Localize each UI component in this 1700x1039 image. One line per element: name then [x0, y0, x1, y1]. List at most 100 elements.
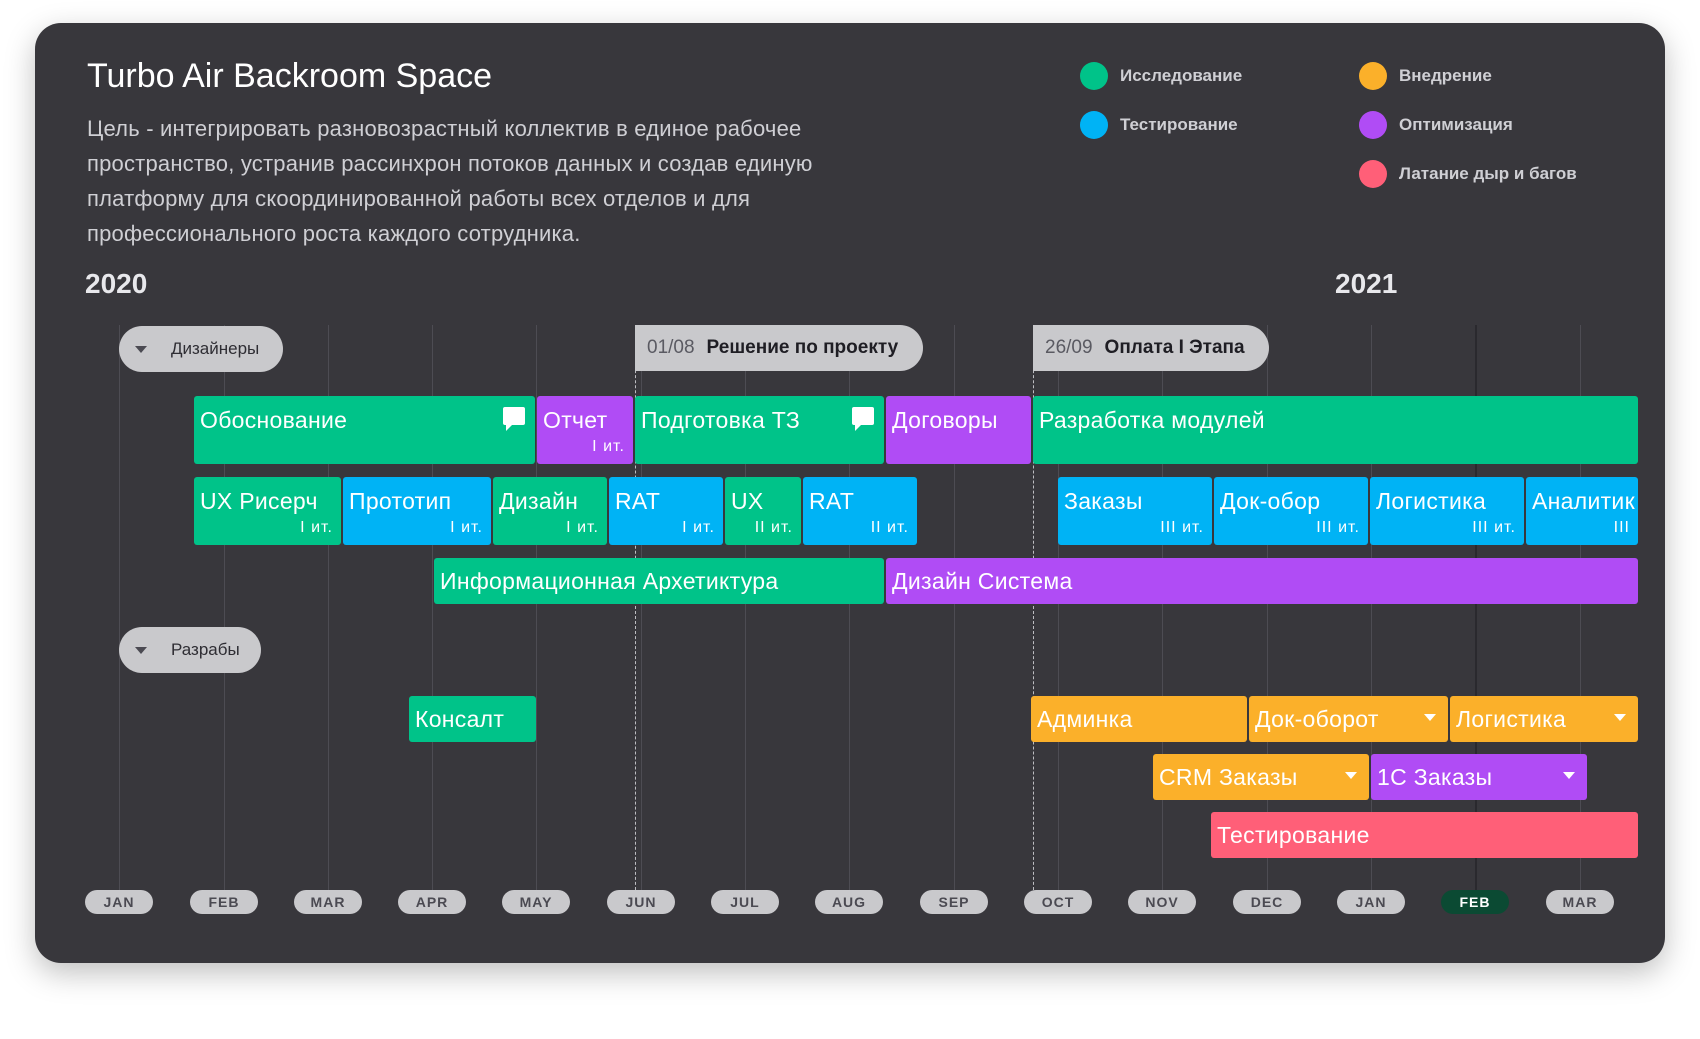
grid-line	[119, 325, 120, 905]
year-label-2020: 2020	[85, 268, 148, 299]
month-pill[interactable]: MAR	[294, 890, 362, 914]
legend-label: Латание дыр и багов	[1399, 164, 1577, 183]
page-title: Turbo Air Backroom Space	[87, 57, 493, 95]
task-bar[interactable]: Заказы III ит.	[1058, 477, 1212, 545]
task-label: Прототип	[349, 488, 452, 514]
group-toggle-designers[interactable]: Дизайнеры	[119, 326, 283, 372]
task-bar[interactable]: Логистика III ит.	[1370, 477, 1524, 545]
task-bar[interactable]: UX II ит.	[725, 477, 801, 545]
month-pill-current[interactable]: FEB	[1441, 890, 1509, 914]
milestone-payment[interactable]: 26/09 Оплата I Этапа	[1033, 325, 1269, 371]
task-iteration: III ит.	[1316, 519, 1360, 536]
grid-line	[954, 325, 955, 905]
task-iteration: II ит.	[870, 519, 909, 536]
task-bar[interactable]: Админка	[1031, 696, 1247, 742]
month-pill[interactable]: MAR	[1546, 890, 1614, 914]
task-bar[interactable]: Тестирование	[1211, 812, 1638, 858]
milestone-date: 01/08	[647, 337, 695, 358]
month-pill[interactable]: FEB	[190, 890, 258, 914]
month-pill[interactable]: MAY	[502, 890, 570, 914]
chevron-down-icon	[135, 345, 147, 353]
task-iteration: II ит.	[754, 519, 793, 536]
task-label: Обоснование	[200, 407, 348, 433]
task-bar[interactable]: Док-оборот	[1249, 696, 1448, 742]
grid-line	[1058, 325, 1059, 905]
task-bar[interactable]: 1С Заказы	[1371, 754, 1587, 800]
legend-item-bugs: Латание дыр и багов	[1359, 160, 1577, 188]
grid-line	[1371, 325, 1372, 905]
task-bar[interactable]: Договоры	[886, 396, 1031, 464]
milestone-line	[1033, 325, 1034, 905]
milestone-label: Оплата I Этапа	[1104, 337, 1245, 358]
task-bar[interactable]: Разработка модулей	[1033, 396, 1638, 464]
month-pill[interactable]: SEP	[920, 890, 988, 914]
legend-item-implementation: Внедрение	[1359, 62, 1492, 90]
legend-label: Исследование	[1120, 66, 1243, 85]
group-toggle-developers[interactable]: Разрабы	[119, 627, 261, 673]
task-label: RAT	[615, 488, 661, 514]
task-bar[interactable]: Консалт	[409, 696, 536, 742]
chevron-down-icon[interactable]	[1614, 714, 1626, 721]
task-bar[interactable]: Подготовка ТЗ	[635, 396, 884, 464]
comment-icon[interactable]	[503, 407, 525, 431]
task-bar[interactable]: CRM Заказы	[1153, 754, 1369, 800]
task-bar[interactable]: RAT I ит.	[609, 477, 723, 545]
month-pill[interactable]: OCT	[1024, 890, 1092, 914]
month-pill[interactable]: APR	[398, 890, 466, 914]
task-bar[interactable]: Аналитик III	[1526, 477, 1638, 545]
task-label: Договоры	[892, 407, 998, 433]
task-label: Разработка модулей	[1039, 407, 1265, 433]
month-pill[interactable]: JUL	[711, 890, 779, 914]
task-label: Информационная Архетиктура	[440, 568, 779, 594]
chevron-down-icon[interactable]	[1563, 772, 1575, 779]
task-label: Логистика	[1376, 488, 1487, 514]
task-bar[interactable]: Дизайн Система	[886, 558, 1638, 604]
roadmap-card: Turbo Air Backroom Space Цель - интегрир…	[35, 23, 1665, 963]
month-pill[interactable]: JUN	[607, 890, 675, 914]
task-label: CRM Заказы	[1159, 764, 1298, 790]
milestone-label: Решение по проекту	[706, 337, 899, 358]
task-label: Дизайн	[499, 488, 579, 514]
month-pill[interactable]: JAN	[1337, 890, 1405, 914]
task-label: Дизайн Система	[892, 568, 1073, 594]
grid-line	[849, 325, 850, 905]
month-pill[interactable]: AUG	[815, 890, 883, 914]
milestone-decision[interactable]: 01/08 Решение по проекту	[635, 325, 923, 371]
task-iteration: I ит.	[566, 519, 599, 536]
task-bar[interactable]: Дизайн I ит.	[493, 477, 607, 545]
legend-dot-icon	[1359, 62, 1387, 90]
month-pill[interactable]: NOV	[1128, 890, 1196, 914]
task-label: Тестирование	[1217, 822, 1370, 848]
task-bar[interactable]: Прототип I ит.	[343, 477, 491, 545]
month-pill[interactable]: JAN	[85, 890, 153, 914]
month-pill[interactable]: DEC	[1233, 890, 1301, 914]
legend-label: Внедрение	[1399, 66, 1492, 85]
chevron-down-icon[interactable]	[1424, 714, 1436, 721]
task-bar[interactable]: Информационная Архетиктура	[434, 558, 884, 604]
task-iteration: I ит.	[450, 519, 483, 536]
project-description: Цель - интегрировать разновозрастный кол…	[87, 116, 813, 246]
legend-item-testing: Тестирование	[1080, 111, 1238, 139]
task-bar[interactable]: Отчет I ит.	[537, 396, 633, 464]
comment-icon[interactable]	[852, 407, 874, 431]
task-label: Аналитик	[1532, 488, 1635, 514]
legend-item-research: Исследование	[1080, 62, 1242, 90]
task-label: 1С Заказы	[1377, 764, 1493, 790]
task-bar[interactable]: Док-обор III ит.	[1214, 477, 1368, 545]
grid-line	[641, 325, 642, 905]
group-label: Дизайнеры	[171, 339, 260, 358]
task-bar[interactable]: UX Рисерч I ит.	[194, 477, 341, 545]
legend-dot-icon	[1359, 111, 1387, 139]
task-bar[interactable]: Логистика	[1450, 696, 1638, 742]
milestone-line	[635, 325, 636, 905]
legend-label: Тестирование	[1120, 115, 1238, 134]
group-label: Разрабы	[171, 640, 240, 659]
task-bar[interactable]: Обоснование	[194, 396, 535, 464]
grid-line	[1267, 325, 1268, 905]
task-label: Логистика	[1456, 706, 1567, 732]
task-iteration: I ит.	[300, 519, 333, 536]
year-label-2021: 2021	[1335, 268, 1398, 299]
task-bar[interactable]: RAT II ит.	[803, 477, 917, 545]
legend-dot-icon	[1359, 160, 1387, 188]
chevron-down-icon[interactable]	[1345, 772, 1357, 779]
